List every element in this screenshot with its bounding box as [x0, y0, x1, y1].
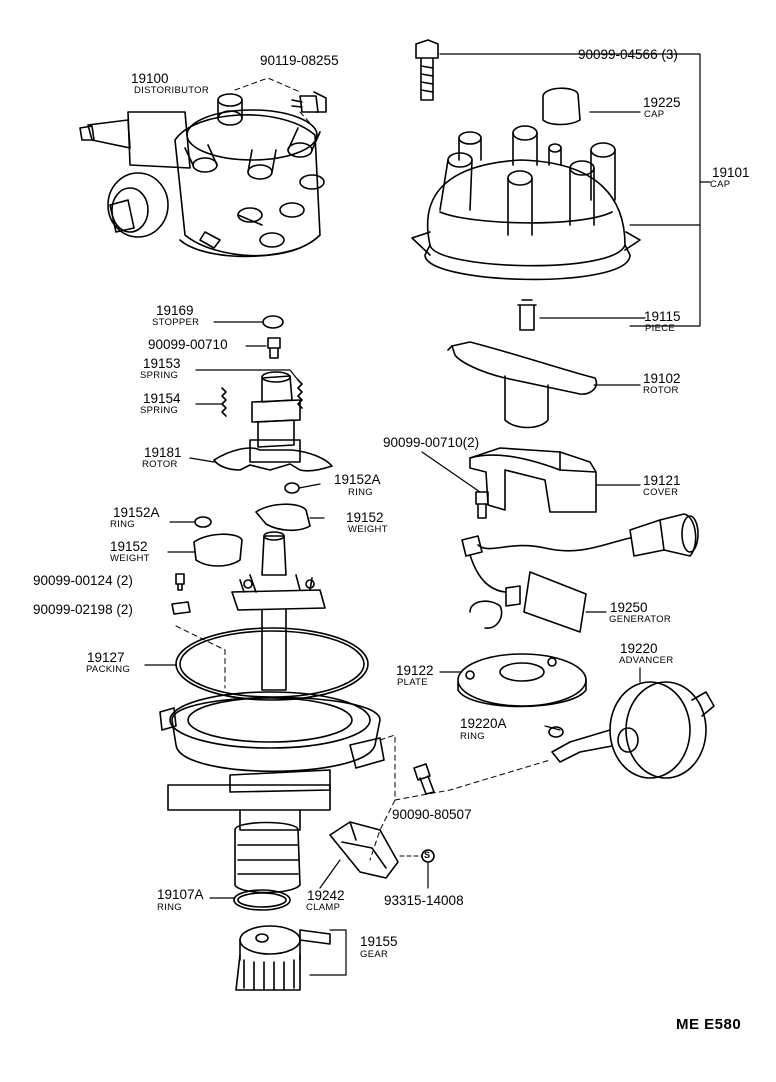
part-number-ring-right: 19152A [334, 472, 381, 487]
part-number-screw-cover: 90099-00710(2) [383, 435, 480, 450]
shaft-upper-drawing [251, 371, 301, 448]
bolt-80507-drawing [413, 763, 435, 795]
plate-drawing [457, 653, 587, 708]
part-name-advancer: ADVANCER [619, 655, 674, 666]
part-number-plate: 19122 [396, 663, 434, 678]
piece-drawing [517, 299, 537, 331]
part-number-washer-2198: 90099-02198 (2) [33, 602, 133, 617]
weight-left-drawing [193, 533, 243, 567]
part-name-weight-left: WEIGHT [110, 553, 150, 564]
screw-124-drawing [175, 573, 185, 591]
part-number-generator: 19250 [610, 600, 648, 615]
part-number-bolt-80507: 90090-80507 [392, 807, 472, 822]
screw-cap-drawing [415, 39, 439, 101]
part-name-packing: PACKING [86, 664, 131, 675]
screw-rotor-drawing [267, 337, 281, 359]
part-number-screw-rotor: 90099-00710 [148, 337, 228, 352]
part-number-spring-b: 19154 [143, 391, 181, 406]
ring-advancer-drawing [548, 726, 564, 738]
part-number-ring-advancer: 19220A [460, 716, 507, 731]
cap-small-drawing [542, 87, 581, 126]
part-name-weight-right: WEIGHT [348, 524, 388, 535]
part-number-piece: 19115 [644, 309, 681, 324]
part-number-ring-left: 19152A [113, 505, 160, 520]
part-name-spring-a: SPRING [140, 370, 179, 381]
governor-shaft-drawing [231, 531, 326, 691]
part-name-rotor-upper: ROTOR [643, 385, 679, 396]
part-number-weight-right: 19152 [346, 510, 384, 525]
part-number-gear: 19155 [360, 934, 398, 949]
part-name-gear: GEAR [360, 949, 389, 960]
part-number-ring-shaft: 19107A [157, 887, 204, 902]
cover-drawing [469, 447, 597, 513]
diagram-reference-code: ME E580 [676, 1016, 742, 1033]
part-number-cap-assy: 19101 [712, 165, 750, 180]
rotor-lower-drawing [213, 439, 333, 472]
part-name-ring-advancer: RING [460, 731, 485, 742]
part-number-screw-cap: 90099-04566 (3) [578, 47, 678, 62]
part-number-rotor-upper: 19102 [643, 371, 681, 386]
part-number-advancer: 19220 [620, 641, 658, 656]
part-number-cap-small: 19225 [643, 95, 681, 110]
gear-drawing [235, 925, 331, 991]
part-name-rotor-lower: ROTOR [142, 459, 178, 470]
part-name-ring-right: RING [348, 487, 373, 498]
part-number-bolt-14008: 93315-14008 [384, 893, 464, 908]
generator-drawing [461, 513, 699, 633]
part-name-spring-b: SPRING [140, 405, 179, 416]
part-name-stopper: STOPPER [152, 317, 200, 328]
part-number-screw-124: 90099-00124 (2) [33, 573, 133, 588]
part-number-weight-left: 19152 [110, 539, 148, 554]
part-number-clamp: 19242 [307, 888, 345, 903]
clamp-drawing [329, 821, 399, 879]
spring-a-drawing [297, 379, 303, 409]
part-number-bolt-top: 90119-08255 [260, 53, 339, 68]
part-name-generator: GENERATOR [609, 614, 671, 625]
standard-part-symbol: S [424, 850, 431, 860]
part-number-rotor-lower: 19181 [144, 445, 182, 460]
weight-right-drawing [255, 503, 311, 532]
washer-2198-drawing [171, 601, 191, 615]
ring-shaft-drawing [233, 889, 291, 911]
ring-right-drawing [284, 482, 300, 494]
cap-drawing [411, 125, 641, 281]
part-name-cap-assy: CAP [710, 179, 731, 190]
part-name-plate: PLATE [397, 677, 428, 688]
part-number-cover: 19121 [643, 473, 681, 488]
distributor-drawing [79, 93, 325, 258]
part-name-ring-left: RING [110, 519, 135, 530]
part-name-ring-shaft: RING [157, 902, 182, 913]
part-name-piece: PIECE [645, 323, 676, 334]
part-number-distributor: 19100 [131, 71, 169, 86]
ring-left-drawing [194, 516, 212, 528]
bolt-top-drawing [291, 91, 327, 113]
housing-drawing [159, 691, 385, 894]
screw-cover-drawing [475, 491, 489, 519]
part-name-cap-small: CAP [644, 109, 665, 120]
part-number-packing: 19127 [87, 650, 125, 665]
part-name-cover: COVER [643, 487, 679, 498]
part-name-clamp: CLAMP [306, 902, 341, 913]
advancer-drawing [551, 681, 715, 779]
part-name-distributor: DISTORIBUTOR [134, 85, 210, 96]
spring-b-drawing [221, 387, 227, 417]
part-number-spring-a: 19153 [143, 356, 181, 371]
stopper-drawing [262, 315, 284, 329]
rotor-upper-drawing [447, 341, 598, 429]
part-number-stopper: 19169 [156, 303, 194, 318]
